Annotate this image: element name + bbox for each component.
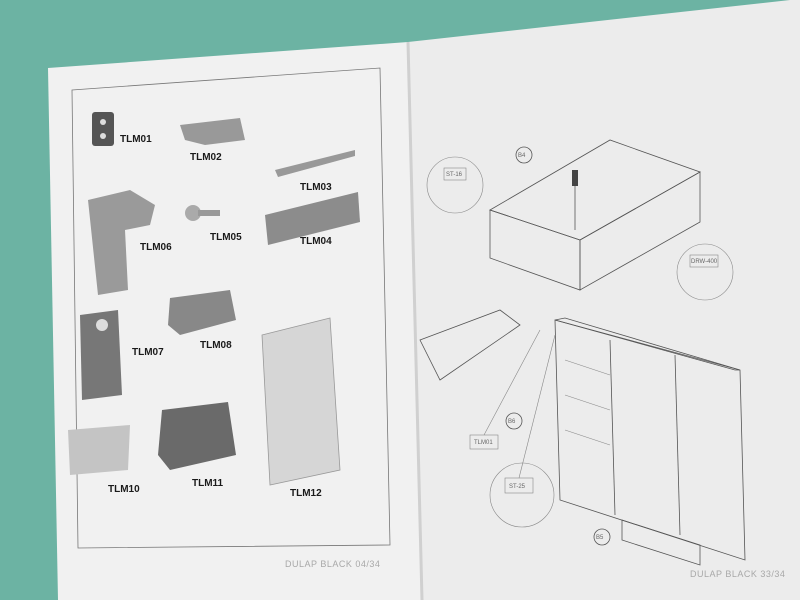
part-label: TLM02 <box>190 152 222 163</box>
callout-label: ST-16 <box>446 172 463 178</box>
part-tlm12: TLM12 <box>261 317 341 499</box>
callout-label: DRW-400 <box>691 259 718 265</box>
left-page-frame <box>71 67 391 549</box>
step-label: B4 <box>518 153 526 159</box>
part-tlm05: TLM05 <box>185 205 242 243</box>
step-b6-diagram: B6 B5 TLM01 ST-25 <box>419 309 746 566</box>
part-label: TLM05 <box>210 232 242 243</box>
part-tlm03: TLM03 <box>275 150 355 193</box>
callout-label: TLM01 <box>474 440 493 446</box>
part-tlm08: TLM08 <box>168 290 236 351</box>
part-tlm11: TLM11 <box>158 402 236 489</box>
part-label: TLM12 <box>290 488 322 499</box>
callout-label: ST-25 <box>509 484 526 490</box>
left-page-footer: DULAP BLACK 04/34 <box>285 559 380 569</box>
right-page <box>408 0 800 600</box>
part-tlm07: TLM07 <box>80 310 164 400</box>
part-tlm02: TLM02 <box>180 118 245 163</box>
step-b4-diagram: B4 ST-16 DRW-400 <box>426 139 734 301</box>
part-label: TLM11 <box>192 478 224 489</box>
step-label: B5 <box>596 535 604 541</box>
part-tlm01: TLM01 <box>92 112 152 146</box>
part-tlm04: TLM04 <box>265 192 360 247</box>
part-label: TLM06 <box>140 242 172 253</box>
part-label: TLM07 <box>132 347 164 358</box>
part-label: TLM08 <box>200 340 232 351</box>
part-label: TLM03 <box>300 182 332 193</box>
step-label: B6 <box>508 419 516 425</box>
part-tlm06: TLM06 <box>88 190 172 295</box>
part-tlm10: TLM10 <box>68 425 140 495</box>
page-fold <box>406 41 424 600</box>
part-label: TLM10 <box>108 484 140 495</box>
right-page-footer: DULAP BLACK 33/34 <box>690 569 785 579</box>
part-label: TLM04 <box>300 236 332 247</box>
part-label: TLM01 <box>120 134 152 145</box>
